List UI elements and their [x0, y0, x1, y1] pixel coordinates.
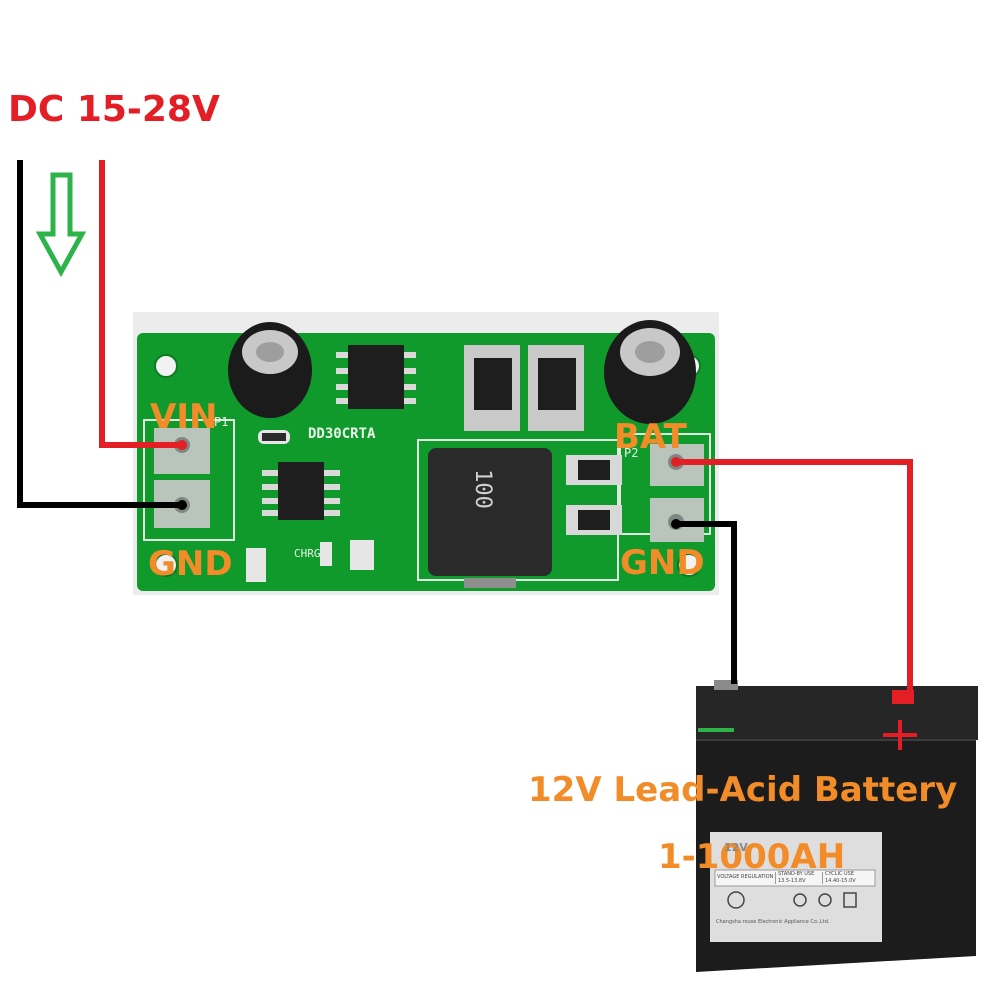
battery-label-cyclic: CYCLIC USE [825, 871, 855, 877]
charge-led-label: CHRG [294, 547, 321, 560]
battery-plus-marker [883, 720, 917, 750]
battery-plus-symbol: + [883, 703, 884, 704]
input-negative-wire [17, 160, 182, 508]
battery-negative-wire [676, 521, 737, 684]
input-positive-wire [99, 160, 182, 448]
input-flow-arrow [35, 172, 87, 278]
battery-capacity-label: 1-1000AH [658, 837, 846, 877]
battery-label-standby: STAND-BY USE [778, 871, 815, 877]
output-gnd-terminal-label: GND [620, 543, 705, 583]
battery-label-manufacturer: Changsha rouse Electronic Appliance Co.,… [716, 919, 830, 925]
battery-label-standby-voltage: 13.5-13.8V [778, 878, 806, 884]
bat-terminal-label: BAT [614, 417, 687, 457]
battery-label-brand: 12V [724, 841, 748, 854]
inductor-marking: 100 [469, 469, 495, 509]
battery-label-cyclic-voltage: 14.40-15.0V [825, 878, 856, 884]
input-gnd-terminal-label: GND [148, 544, 233, 584]
battery-minus-symbol: — [700, 703, 701, 704]
module-model-label: DD30CRTA [308, 426, 376, 442]
battery-label-voltage-regulation: VOLTAGE REGULATION [717, 874, 774, 880]
battery-type-label: 12V Lead-Acid Battery [528, 770, 958, 810]
input-voltage-label: DC 15-28V [8, 89, 220, 130]
vin-terminal-label: VIN [150, 397, 218, 437]
pad-label-p2: P2 [624, 446, 639, 460]
pad-label-p1: P1 [214, 415, 229, 429]
lead-acid-battery [696, 680, 978, 972]
battery-positive-wire [676, 459, 913, 694]
charger-module-board [133, 312, 719, 595]
